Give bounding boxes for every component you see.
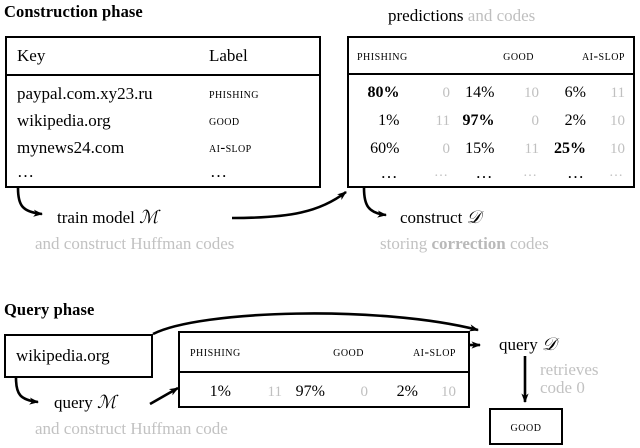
key-cell: wikipedia.org <box>17 111 111 131</box>
predictions-table-grid: phishing good ai-slop 80% 0 14% <box>349 38 633 186</box>
label-cell: good <box>209 113 240 130</box>
query-good-code: 0 <box>360 384 369 400</box>
query-input-box[interactable]: wikipedia.org <box>4 334 153 378</box>
pred-good-code: 10 <box>524 85 539 102</box>
pred-good-pct: 15% <box>465 140 495 158</box>
query-slop-code: 10 <box>441 384 456 400</box>
annotation-construct-d: construct 𝒟 <box>400 207 481 227</box>
pred-phishing-code: 0 <box>442 141 451 158</box>
pred-slop-pct: 25% <box>554 140 586 158</box>
annotation-train-model-sub: and construct Huffman codes <box>35 234 235 253</box>
column-header-phishing: phishing <box>349 38 450 76</box>
key-label-table-grid: Key Label paypal.com.xy23.ru phishing wi… <box>7 38 319 186</box>
query-result-box: good <box>489 408 563 445</box>
dictionary-symbol: 𝒟 <box>466 207 481 227</box>
query-predictions-table: phishing good ai-slop 1% 11 97% <box>178 331 470 408</box>
annotation-train-model: train model ℳ <box>57 207 159 227</box>
table-header-row: phishing good ai-slop <box>349 38 633 76</box>
retrieves-line-1: retrieves <box>540 360 599 379</box>
arrow-train-to-predictions <box>231 190 347 220</box>
annotation-retrieves: retrieves code 0 <box>540 361 599 397</box>
pred-good-code: 11 <box>524 141 539 158</box>
column-header-ai-slop: ai-slop <box>368 333 468 373</box>
column-header-good: good <box>450 38 539 76</box>
arrow-to-query-model <box>14 377 39 405</box>
predictions-table: phishing good ai-slop 80% 0 14% <box>347 36 635 188</box>
pred-phishing-code-ellipsis: … <box>434 165 450 181</box>
column-header-phishing: phishing <box>180 333 282 373</box>
pred-good-pct: 97% <box>462 112 495 130</box>
arrow-to-construct-d <box>362 187 387 218</box>
pred-slop-code-ellipsis: … <box>609 165 625 181</box>
table-header-row: Key Label <box>7 38 319 77</box>
correction-emph: correction <box>431 234 506 253</box>
model-symbol: ℳ <box>139 207 159 227</box>
table-row-ellipsis: … … … … … … <box>349 163 633 186</box>
pred-good-pct-ellipsis: … <box>475 163 495 183</box>
arrow-query-model-to-table <box>149 386 179 406</box>
pred-phishing-pct-ellipsis: … <box>380 163 400 183</box>
table-row: paypal.com.xy23.ru phishing <box>7 75 319 107</box>
query-phishing-pct: 1% <box>209 383 231 400</box>
table-row: mynews24.com ai-slop <box>7 135 319 162</box>
pred-slop-pct: 6% <box>564 84 586 102</box>
annotation-query-model-sub: and construct Huffman code <box>35 419 228 438</box>
query-result-label: good <box>510 418 542 434</box>
pred-slop-code: 10 <box>610 141 625 158</box>
query-phase-title: Query phase <box>4 300 95 319</box>
table-row: 1% 11 97% 0 2% 10 <box>180 372 468 408</box>
annotation-construct-d-sub: storing correction codes <box>380 234 549 253</box>
column-header-good: good <box>282 333 368 373</box>
construction-phase-title: Construction phase <box>4 2 143 21</box>
table-row-ellipsis: … … <box>7 162 319 186</box>
predictions-caption-faded: and codes <box>467 6 536 25</box>
table-header-row: phishing good ai-slop <box>180 333 468 373</box>
predictions-caption-strong: predictions <box>388 6 464 25</box>
table-row: wikipedia.org good <box>7 107 319 134</box>
query-input-value: wikipedia.org <box>16 346 110 365</box>
pred-phishing-pct: 80% <box>367 84 400 102</box>
pred-phishing-code: 0 <box>442 85 451 102</box>
table-row: 80% 0 14% 10 6% 11 <box>349 74 633 107</box>
pred-good-code: 0 <box>531 113 540 130</box>
model-symbol: ℳ <box>96 392 117 412</box>
pred-phishing-pct: 1% <box>378 112 400 130</box>
predictions-caption: predictions and codes <box>388 6 535 26</box>
table-row: 1% 11 97% 0 2% 10 <box>349 107 633 135</box>
query-predictions-grid: phishing good ai-slop 1% 11 97% <box>180 333 468 408</box>
key-label-table: Key Label paypal.com.xy23.ru phishing wi… <box>5 36 321 188</box>
pred-phishing-pct: 60% <box>370 140 400 158</box>
label-cell: ai-slop <box>209 140 252 157</box>
pred-good-code-ellipsis: … <box>523 165 539 181</box>
key-cell: paypal.com.xy23.ru <box>17 83 153 103</box>
pred-phishing-code: 11 <box>435 113 450 130</box>
annotation-query-model: query ℳ <box>54 392 117 412</box>
label-cell: phishing <box>209 85 259 102</box>
column-header-ai-slop: ai-slop <box>539 38 633 76</box>
key-cell: mynews24.com <box>17 138 125 158</box>
table-row: 60% 0 15% 11 25% 10 <box>349 135 633 163</box>
column-header-label: Label <box>205 38 319 77</box>
pred-good-pct: 14% <box>465 84 495 102</box>
retrieves-line-2: code 0 <box>540 377 585 397</box>
query-phishing-code: 11 <box>267 384 282 400</box>
pred-slop-pct-ellipsis: … <box>567 163 586 183</box>
annotation-query-d: query 𝒟 <box>499 334 557 354</box>
pred-slop-pct: 2% <box>564 112 586 130</box>
pred-slop-code: 10 <box>610 113 625 130</box>
query-good-pct: 97% <box>295 383 325 400</box>
pred-slop-code: 11 <box>610 85 625 102</box>
dictionary-symbol: 𝒟 <box>541 334 557 354</box>
column-header-key: Key <box>7 38 205 77</box>
label-cell-ellipsis: … <box>210 161 229 181</box>
arrow-to-train-model <box>16 187 43 217</box>
key-cell-ellipsis: … <box>17 161 36 181</box>
query-slop-pct: 2% <box>396 383 418 400</box>
